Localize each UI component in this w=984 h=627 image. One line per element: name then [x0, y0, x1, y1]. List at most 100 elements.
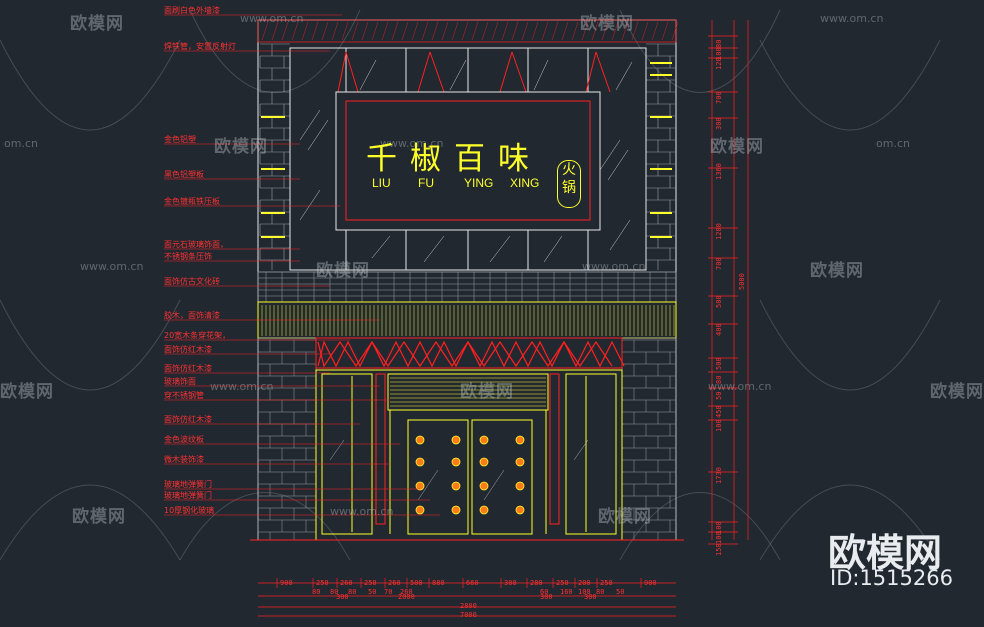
lattice-band — [315, 337, 625, 369]
callout-label: 面饰仿红木漆 — [164, 415, 212, 424]
watermark-url: om.cn — [4, 137, 38, 150]
callout-label: 玻璃地弹簧门 — [164, 491, 212, 500]
callout-label: 玻璃饰面 — [164, 377, 196, 386]
roof-hatch-line — [551, 21, 559, 41]
roof-hatch-line — [351, 21, 359, 41]
dimension-value: 1730 — [715, 467, 723, 484]
door-stud — [451, 505, 461, 515]
roof-hatch-line — [461, 21, 469, 41]
signboard-badge-text: 火锅 — [562, 162, 576, 196]
roof-hatch-line — [271, 21, 279, 41]
dimension-value: 250 — [364, 579, 377, 587]
glass-reflection-line — [489, 235, 511, 263]
dimension-value: 1200 — [715, 223, 723, 240]
roof-hatch-line — [501, 21, 509, 41]
watermark-url: www.om.cn — [80, 260, 144, 273]
door-stud — [479, 435, 489, 445]
callout-label: 胶木，面饰清漆 — [164, 311, 220, 320]
door-stud — [451, 457, 461, 467]
roof-hatch-line — [541, 21, 549, 41]
roof-hatch-line — [631, 21, 639, 41]
watermark-brand: 欧模网 — [810, 261, 864, 281]
dimension-value: 80 — [715, 375, 723, 384]
roof-hatch-line — [641, 21, 649, 41]
callout-label: 穿不锈钢管 — [164, 391, 204, 400]
watermark-url: om.cn — [876, 137, 910, 150]
door-stud — [415, 505, 425, 515]
dimension-value: 250 — [600, 579, 613, 587]
callout-label: 面饰仿红木漆 — [164, 364, 212, 373]
callout-label: 面饰仿红木漆 — [164, 345, 212, 354]
dimension-value: 900 — [644, 579, 657, 587]
watermark-brand: 欧模网 — [214, 137, 268, 157]
roof-hatch-line — [331, 21, 339, 41]
glass-reflection-hatch — [299, 59, 633, 263]
glass-reflection-line — [607, 149, 629, 181]
roof-hatch-line — [511, 21, 519, 41]
dimension-value: 120 — [715, 57, 723, 70]
watermark-brand: 欧模网 — [598, 507, 652, 527]
roof-hatch-line — [281, 21, 289, 41]
dimension-total: 7000 — [460, 611, 477, 619]
dimension-value: 450 — [715, 405, 723, 418]
dimension-value: 80 — [348, 588, 357, 596]
roof-hatch-line — [361, 21, 369, 41]
dimension-value: 700 — [715, 91, 723, 104]
roof-hatch-line — [471, 21, 479, 41]
signboard-pinyin-word: XING — [510, 176, 540, 190]
watermark-url: www.om.cn — [330, 505, 394, 518]
dimension-value: 300 — [336, 593, 349, 601]
callout-leader-lines — [164, 14, 440, 516]
watermark-brand: 欧模网 — [930, 382, 984, 402]
dimension-subtotal: 2800 — [460, 602, 477, 610]
dimension-value: 400 — [715, 323, 723, 336]
entrance-frame — [315, 369, 623, 541]
glass-reflection-line — [299, 189, 321, 221]
signboard-chinese-name: 千椒百味 — [366, 141, 542, 177]
dimension-value: 300 — [504, 579, 517, 587]
upper-glass-frame — [289, 47, 647, 271]
roof-hatch-line — [661, 21, 669, 41]
callout-label: 玻璃地弹簧门 — [164, 480, 212, 489]
door-stud — [479, 481, 489, 491]
watermark-brand: 欧模网 — [0, 382, 54, 402]
roof-hatch-line — [431, 21, 439, 41]
dimension-value: 900 — [280, 579, 293, 587]
dimension-value: 300 — [540, 593, 553, 601]
watermark-brand: 欧模网 — [580, 14, 634, 34]
brand-logo-text: 欧模网 — [828, 531, 943, 575]
model-id: ID:1515266 — [830, 566, 953, 590]
glass-reflection-line — [573, 439, 589, 461]
dimension-value: 880 — [432, 579, 445, 587]
roof-hatch-line — [521, 21, 529, 41]
glass-reflection-line — [371, 235, 391, 259]
watermark-brand: 欧模网 — [460, 382, 514, 402]
roof-hatch-line — [581, 21, 589, 41]
dimension-value: 500 — [715, 357, 723, 370]
callout-label: 金色铝塑 — [164, 135, 196, 144]
glass-reflection-line — [423, 235, 445, 263]
door-stud — [479, 505, 489, 515]
watermark-arcs — [0, 9, 941, 561]
gold-accent-strips — [261, 62, 672, 238]
door-stud — [479, 457, 489, 467]
roof-hatch-line — [481, 21, 489, 41]
callout-label: 20宽木条穿花架， — [164, 331, 231, 340]
dimension-value: 500 — [410, 579, 423, 587]
dimension-total: 5000 — [738, 273, 746, 290]
dimension-value: 70 — [384, 588, 393, 596]
roof-hatch-line — [381, 21, 389, 41]
dimension-value: 260 — [400, 588, 413, 596]
dimension-value: 200 — [578, 579, 591, 587]
dimension-value: 500 — [715, 295, 723, 308]
dimension-value: 100 — [578, 588, 591, 596]
callout-label: 金色波纹板 — [164, 435, 204, 444]
lattice-zigzag — [317, 340, 613, 368]
watermark-brand: 欧模网 — [72, 507, 126, 527]
dimension-value: 280 — [530, 579, 543, 587]
door-stud — [515, 481, 525, 491]
signboard-pinyin-word: FU — [418, 176, 434, 190]
watermark-url: www.om.cn — [210, 380, 274, 393]
dimension-value: 260 — [340, 579, 353, 587]
